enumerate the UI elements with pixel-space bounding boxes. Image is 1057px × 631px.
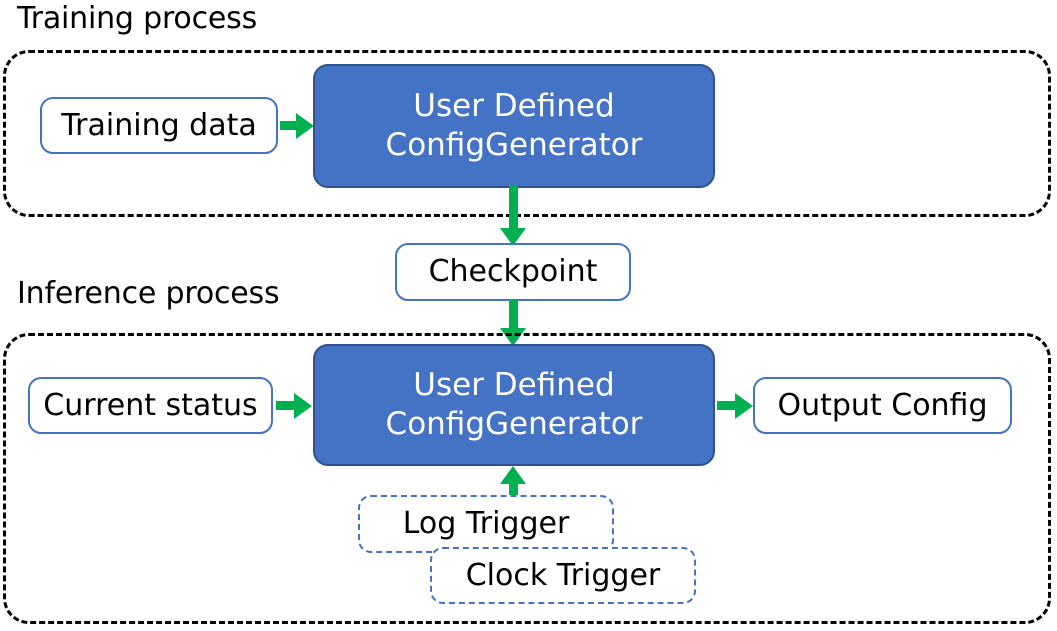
arrow-shaft xyxy=(717,401,737,410)
node-clock-trigger[interactable]: Clock Trigger xyxy=(430,547,696,604)
node-log-trigger-label: Log Trigger xyxy=(402,506,570,541)
node-output-config[interactable]: Output Config xyxy=(753,377,1012,434)
node-log-trigger[interactable]: Log Trigger xyxy=(358,495,614,553)
node-generator-inference-label-line1: User Defined xyxy=(413,367,615,403)
arrow-shaft xyxy=(509,186,518,230)
training-process-container xyxy=(3,50,1051,217)
inference-process-title: Inference process xyxy=(17,276,280,311)
arrow-shaft xyxy=(509,300,518,330)
node-output-config-label: Output Config xyxy=(777,387,988,423)
node-user-defined-config-generator-training[interactable]: User Defined ConfigGenerator xyxy=(313,64,715,188)
node-current-status-label: Current status xyxy=(43,387,258,423)
training-process-title: Training process xyxy=(17,1,257,36)
arrow-head-right-icon xyxy=(294,393,312,419)
node-current-status[interactable]: Current status xyxy=(28,377,273,434)
node-checkpoint-label: Checkpoint xyxy=(428,254,598,289)
arrow-head-up-icon xyxy=(500,466,526,484)
node-user-defined-config-generator-inference[interactable]: User Defined ConfigGenerator xyxy=(313,344,715,466)
arrow-head-right-icon xyxy=(296,113,314,139)
node-generator-training-label-line1: User Defined xyxy=(413,88,615,124)
arrow-head-down-icon xyxy=(500,228,526,246)
node-generator-training-label-line2: ConfigGenerator xyxy=(385,127,643,163)
node-clock-trigger-label: Clock Trigger xyxy=(465,557,661,593)
arrow-shaft xyxy=(509,482,518,496)
arrow-head-right-icon xyxy=(735,393,753,419)
inference-process-container xyxy=(3,333,1051,624)
node-training-data-label: Training data xyxy=(61,107,257,143)
node-training-data[interactable]: Training data xyxy=(40,97,278,154)
arrow-shaft xyxy=(276,401,296,410)
node-generator-inference-label-line2: ConfigGenerator xyxy=(385,406,643,442)
arrow-shaft xyxy=(280,121,298,130)
arrow-head-down-icon xyxy=(500,328,526,346)
node-checkpoint[interactable]: Checkpoint xyxy=(395,243,631,301)
